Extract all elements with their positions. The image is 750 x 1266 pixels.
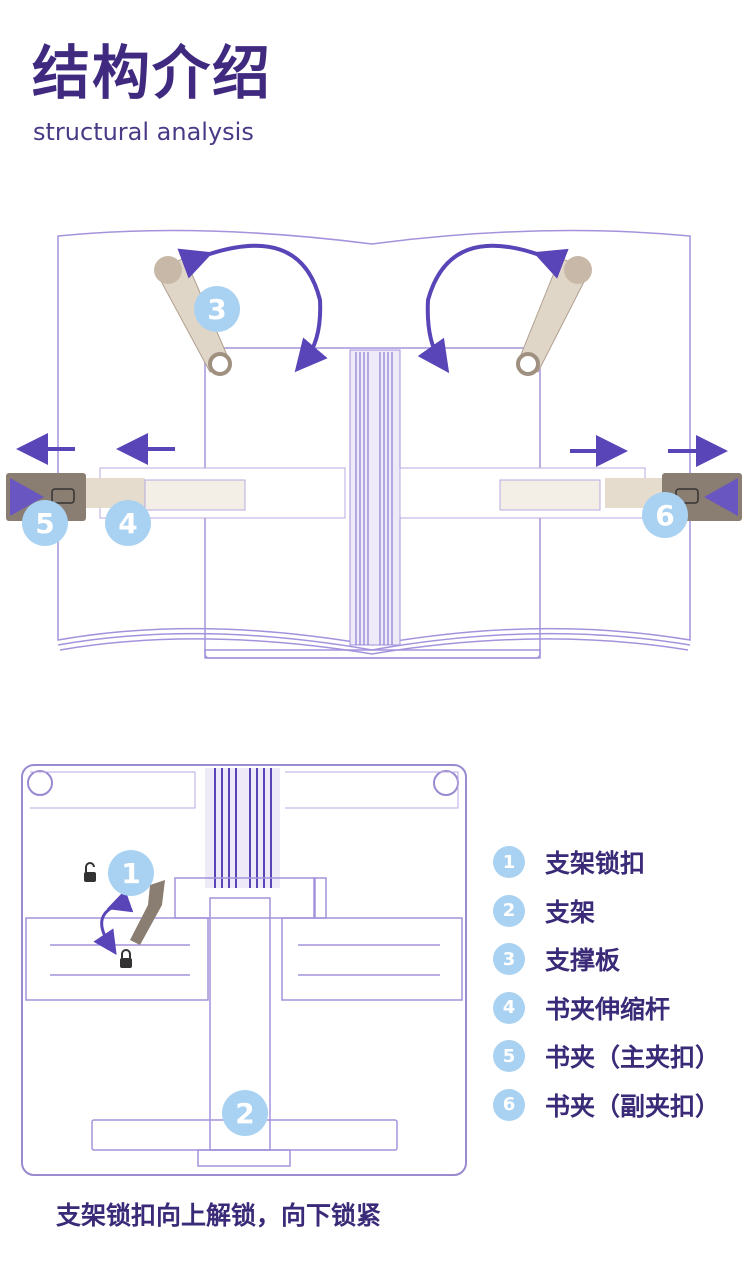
support-plate-right — [516, 256, 592, 376]
legend-label: 书夹伸缩杆 — [545, 994, 671, 1024]
badge-1: 1 — [108, 850, 154, 896]
unlock-icon — [84, 862, 96, 882]
legend-item: 1 支架锁扣 — [493, 838, 720, 887]
legend-number: 1 — [493, 846, 525, 879]
badge-6: 6 — [642, 492, 688, 538]
lock-instruction-caption: 支架锁扣向上解锁，向下锁紧 — [56, 1201, 382, 1230]
legend-item: 4 书夹伸缩杆 — [493, 984, 720, 1033]
legend-label: 支撑板 — [545, 946, 621, 976]
book-spine — [349, 349, 401, 646]
slide-arrows — [16, 433, 728, 467]
legend-number: 5 — [493, 1040, 525, 1073]
legend-number: 3 — [493, 943, 525, 976]
legend-label: 书夹（主夹扣） — [545, 1043, 721, 1073]
legend-item: 3 支撑板 — [493, 935, 720, 984]
book-clip-rod-right — [399, 467, 742, 521]
lock-icon — [120, 949, 132, 968]
page-subtitle: structural analysis — [33, 118, 254, 146]
rotate-arrows — [177, 243, 569, 374]
legend-item: 6 书夹（副夹扣） — [493, 1081, 720, 1130]
badge-5: 5 — [22, 500, 68, 546]
legend-item: 2 支架 — [493, 887, 720, 936]
legend-number: 2 — [493, 894, 525, 927]
badge-2: 2 — [222, 1090, 268, 1136]
badge-3: 3 — [194, 286, 240, 332]
legend-number: 4 — [493, 991, 525, 1024]
parts-legend: 1 支架锁扣 2 支架 3 支撑板 4 书夹伸缩杆 5 书夹（主夹扣） 6 书夹（副夹扣） — [493, 838, 720, 1129]
legend-item: 5 书夹（主夹扣） — [493, 1032, 720, 1081]
legend-label: 书夹（副夹扣） — [545, 1091, 721, 1121]
legend-label: 支架锁扣 — [545, 849, 646, 879]
badge-4: 4 — [105, 500, 151, 546]
legend-label: 支架 — [545, 897, 596, 927]
page-title: 结构介绍 — [32, 39, 273, 107]
open-book — [57, 229, 691, 659]
legend-number: 6 — [493, 1088, 525, 1121]
